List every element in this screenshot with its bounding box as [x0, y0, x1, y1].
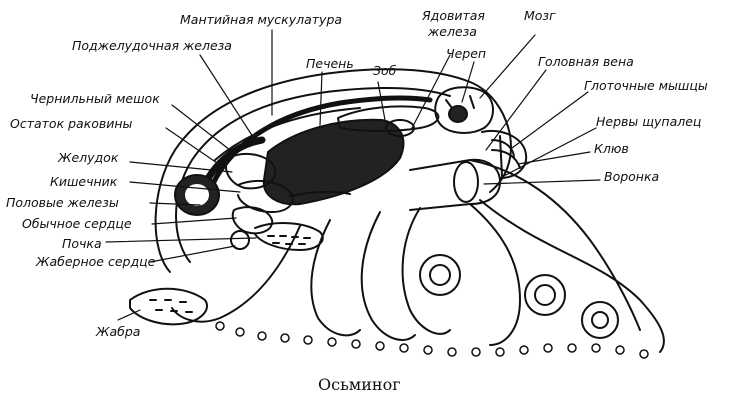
label-gill-heart: Жаберное сердце — [35, 254, 156, 269]
label-tentacle-nerves: Нервы щупалец — [596, 114, 701, 129]
mantle-musculature — [202, 95, 433, 208]
beak-shape — [491, 149, 521, 169]
label-funnel: Воронка — [604, 169, 659, 184]
label-gill: Жабра — [95, 324, 140, 339]
label-beak: Клюв — [594, 141, 629, 156]
label-pancreas: Поджелудочная железа — [72, 38, 232, 53]
label-intestine: Кишечник — [50, 174, 118, 189]
label-gonads: Половые железы — [6, 195, 119, 210]
label-skull: Череп — [446, 46, 486, 61]
stomach-shape — [225, 152, 277, 190]
gill-heart-shape — [230, 230, 250, 250]
label-ink-sac: Чернильный мешок — [30, 91, 160, 106]
label-pharynx-muscles: Глоточные мышцы — [584, 78, 708, 93]
label-liver: Печень — [306, 56, 354, 71]
label-stomach: Желудок — [57, 150, 119, 165]
leader-lines — [105, 29, 601, 321]
label-poison-gland-line2: железа — [427, 24, 477, 39]
figure-caption: Осьминог — [318, 375, 401, 394]
label-kidney: Почка — [62, 236, 102, 251]
label-heart: Обычное сердце — [22, 216, 132, 231]
mantle-outline — [154, 68, 471, 273]
label-brain: Мозг — [524, 8, 556, 23]
label-shell-remnant: Остаток раковины — [10, 116, 133, 131]
label-crop: Зоб — [373, 63, 397, 78]
skull-and-brain — [434, 86, 494, 134]
label-mantle-muscles: Мантийная мускулатура — [180, 12, 342, 27]
gill-shape — [129, 287, 208, 326]
label-head-vein: Головная вена — [538, 54, 634, 69]
gonads-shape — [174, 174, 220, 216]
label-poison-gland-line1: Ядовитая — [421, 8, 485, 23]
heart-shape — [231, 206, 274, 235]
liver-shape — [262, 118, 405, 206]
kidney-shape — [254, 222, 324, 251]
poison-gland-shape — [385, 119, 415, 137]
crop-shape — [337, 105, 440, 132]
suckers — [215, 321, 649, 359]
